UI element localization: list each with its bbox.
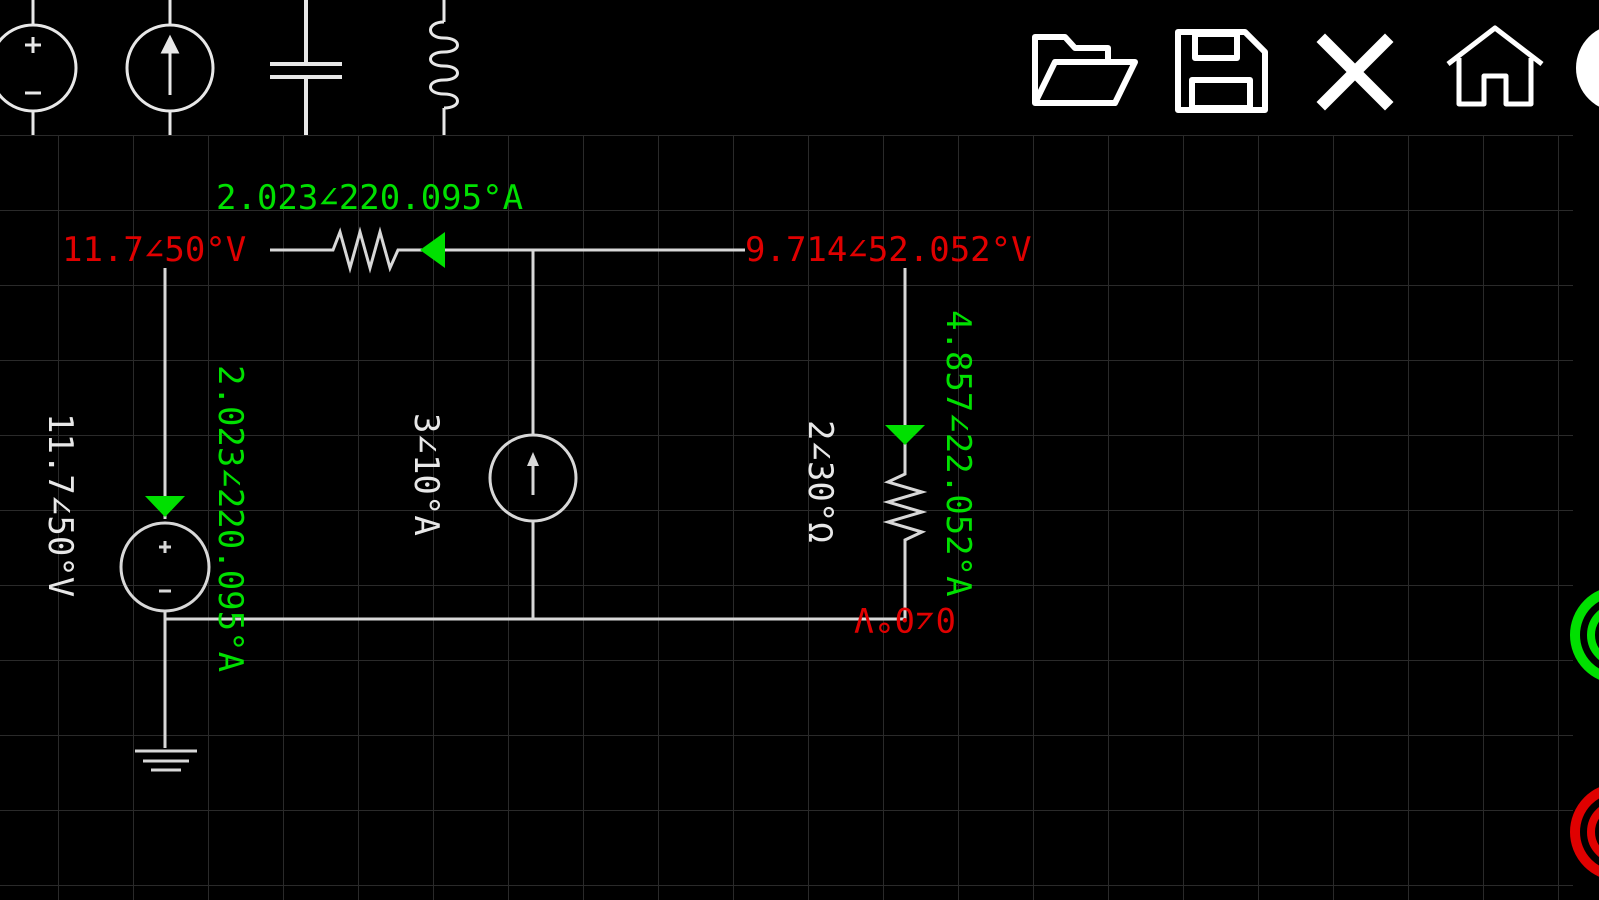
stop-button[interactable] xyxy=(1570,787,1599,877)
close-icon[interactable] xyxy=(1316,33,1394,111)
schematic-grid[interactable] xyxy=(0,135,1573,900)
inductor-icon[interactable] xyxy=(429,0,459,135)
save-icon[interactable] xyxy=(1175,29,1268,113)
current-arrow-top xyxy=(420,232,445,268)
right-resistor xyxy=(882,468,928,548)
current-source-icon[interactable] xyxy=(125,0,215,135)
node-voltage-left: 11.7∠50°V xyxy=(62,230,247,270)
voltage-source-value: 11.7∠50°V xyxy=(40,413,80,598)
current-source-value: 3∠10°A xyxy=(406,413,446,536)
current-top-resistor: 2.023∠220.095°A xyxy=(216,178,524,218)
settings-icon[interactable] xyxy=(1576,24,1599,112)
circuit-voltage-source xyxy=(119,521,211,613)
home-icon[interactable] xyxy=(1446,25,1544,107)
current-source-arrow xyxy=(527,452,539,466)
current-right-branch: 4.857∠22.052°A xyxy=(938,310,978,597)
side-buttons xyxy=(1570,590,1599,877)
top-resistor xyxy=(325,226,428,274)
open-folder-icon[interactable] xyxy=(1032,34,1138,106)
right-resistor-value: 2∠30°Ω xyxy=(800,420,840,543)
capacitor-icon[interactable] xyxy=(270,0,342,135)
node-voltage-bottom-right: 0∠0°V xyxy=(853,599,956,639)
voltage-source-icon[interactable] xyxy=(0,0,78,135)
toolbar xyxy=(0,0,1599,135)
current-arrow-left xyxy=(145,496,185,517)
current-left-branch: 2.023∠220.095°A xyxy=(210,365,250,673)
ground-symbol xyxy=(135,749,197,772)
node-voltage-right: 9.714∠52.052°V xyxy=(745,230,1032,270)
run-button[interactable] xyxy=(1570,590,1599,680)
current-arrow-right xyxy=(885,425,925,445)
